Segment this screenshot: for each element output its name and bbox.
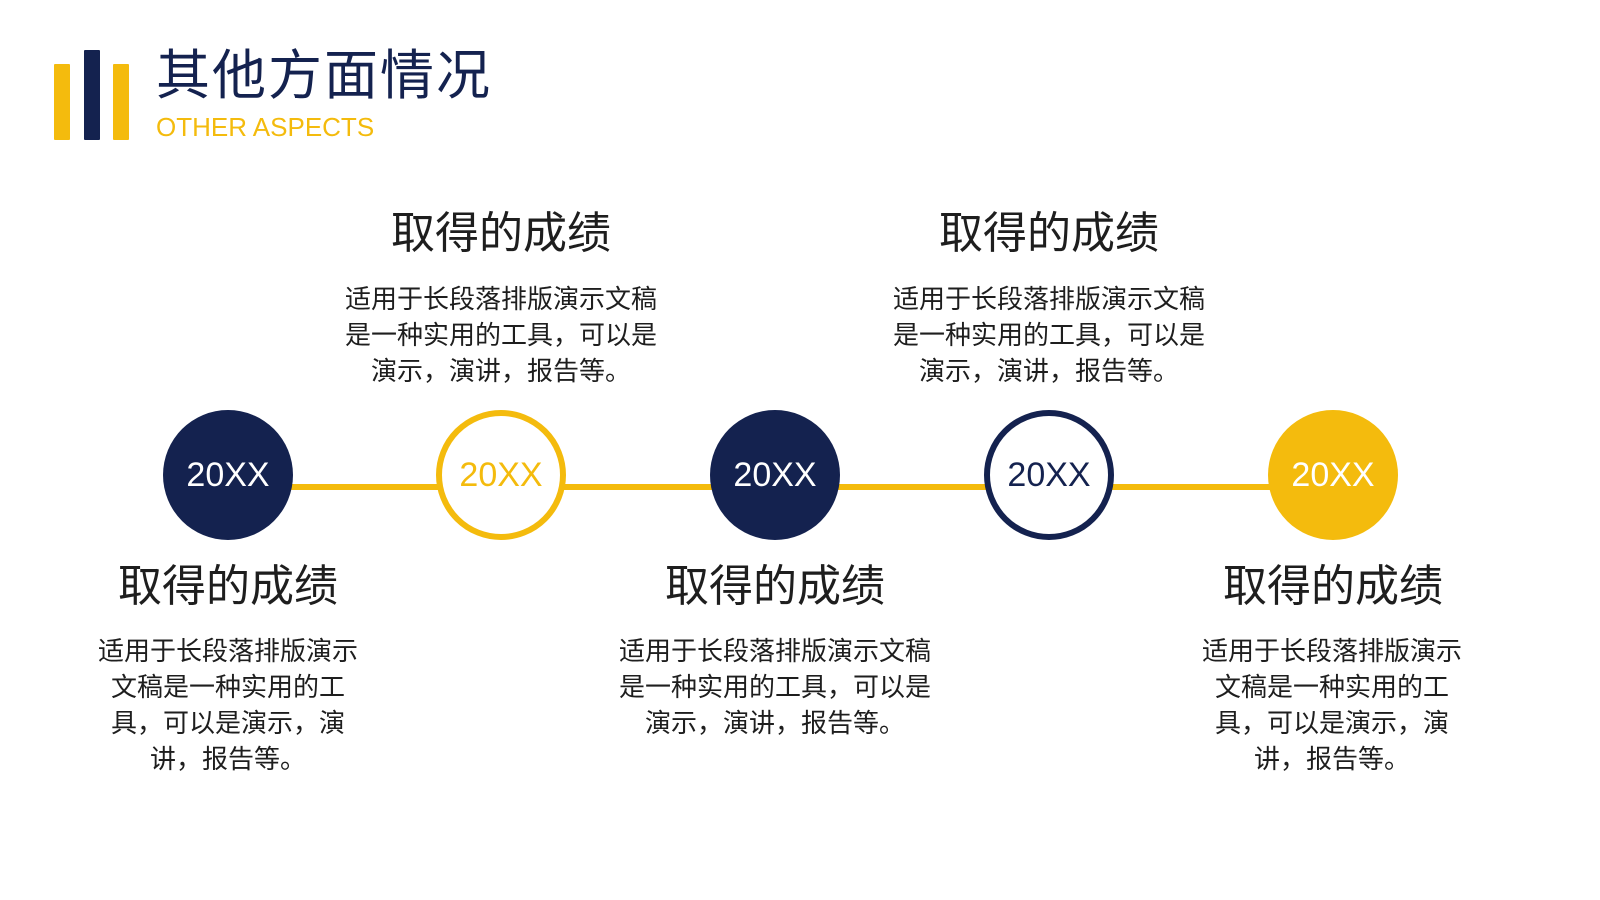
- description-line: 适用于长段落排版演示: [97, 637, 358, 667]
- description-line: 适用于长段落排版演示文稿: [892, 285, 1205, 315]
- description-line: 是一种实用的工具，可以是: [892, 321, 1205, 351]
- item-heading-2: 取得的成绩: [391, 208, 611, 259]
- description-line: 讲，报告等。: [149, 745, 306, 775]
- timeline-node-label: 20XX: [733, 455, 817, 494]
- description-line: 演示，演讲，报告等。: [370, 357, 631, 387]
- item-heading-5: 取得的成绩: [1223, 561, 1443, 612]
- logo-bar-middle: [84, 50, 100, 140]
- timeline-node-label: 20XX: [459, 455, 543, 494]
- description-line: 演示，演讲，报告等。: [918, 357, 1179, 387]
- item-description-5: 适用于长段落排版演示 文稿是一种实用的工 具，可以是演示，演 讲，报告等。: [1164, 634, 1500, 778]
- description-line: 适用于长段落排版演示文稿: [344, 285, 657, 315]
- timeline-connector-1: [290, 484, 440, 490]
- timeline-node-1: 20XX: [163, 410, 293, 540]
- timeline-node-4: 20XX: [984, 410, 1114, 540]
- description-line: 是一种实用的工具，可以是: [344, 321, 657, 351]
- timeline-connector-4: [1111, 484, 1271, 490]
- item-heading-4: 取得的成绩: [939, 208, 1159, 259]
- timeline-node-3: 20XX: [710, 410, 840, 540]
- item-description-2: 适用于长段落排版演示文稿 是一种实用的工具，可以是 演示，演讲，报告等。: [301, 282, 701, 390]
- description-line: 具，可以是演示，演: [1214, 709, 1449, 739]
- item-heading-1: 取得的成绩: [118, 561, 338, 612]
- description-line: 适用于长段落排版演示: [1201, 637, 1462, 667]
- item-description-1: 适用于长段落排版演示 文稿是一种实用的工 具，可以是演示，演 讲，报告等。: [60, 634, 396, 778]
- timeline-connector-3: [837, 484, 987, 490]
- description-line: 是一种实用的工具，可以是: [618, 673, 931, 703]
- description-line: 具，可以是演示，演: [110, 709, 345, 739]
- page-subtitle: OTHER ASPECTS: [156, 112, 375, 142]
- timeline-node-label: 20XX: [1291, 455, 1375, 494]
- page-title: 其他方面情况: [156, 44, 492, 107]
- logo-bar-left: [54, 64, 70, 140]
- description-line: 文稿是一种实用的工: [110, 673, 345, 703]
- item-description-4: 适用于长段落排版演示文稿 是一种实用的工具，可以是 演示，演讲，报告等。: [849, 282, 1249, 390]
- description-line: 适用于长段落排版演示文稿: [618, 637, 931, 667]
- description-line: 演示，演讲，报告等。: [644, 709, 905, 739]
- timeline-node-2: 20XX: [436, 410, 566, 540]
- timeline-node-5: 20XX: [1268, 410, 1398, 540]
- item-heading-3: 取得的成绩: [665, 561, 885, 612]
- timeline-connector-2: [563, 484, 713, 490]
- description-line: 讲，报告等。: [1253, 745, 1410, 775]
- logo-bar-right: [113, 64, 129, 140]
- timeline-node-label: 20XX: [1007, 455, 1091, 494]
- timeline-node-label: 20XX: [186, 455, 270, 494]
- item-description-3: 适用于长段落排版演示文稿 是一种实用的工具，可以是 演示，演讲，报告等。: [575, 634, 975, 742]
- description-line: 文稿是一种实用的工: [1214, 673, 1449, 703]
